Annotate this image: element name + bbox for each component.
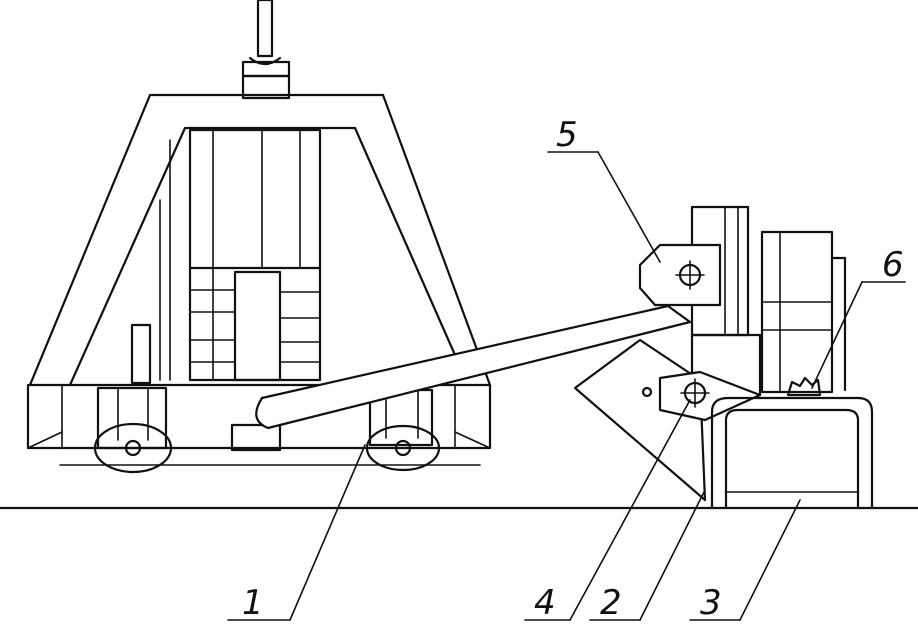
callout-3: 3: [700, 583, 722, 623]
leader-lines: [227, 151, 906, 621]
outer-frame: [28, 93, 492, 387]
machine-frame: [26, 0, 492, 466]
base-beam: [26, 383, 492, 450]
inner-frame: [68, 126, 457, 387]
callout-4: 4: [534, 583, 556, 623]
callout-2: 2: [600, 583, 622, 623]
gripper-lever: [573, 338, 762, 502]
pivot-plate: [638, 243, 722, 307]
lifting-rod: [256, 0, 274, 58]
hook-collar: [248, 56, 282, 66]
hook-base: [241, 74, 291, 100]
load-stack: [130, 128, 322, 385]
wheel-left: [93, 386, 173, 474]
drawbar: [255, 304, 692, 430]
rail-piece: [710, 396, 874, 510]
callout-1: 1: [242, 583, 264, 623]
wheel-right: [365, 388, 441, 472]
clamp-part: [786, 376, 822, 397]
callout-5: 5: [556, 115, 578, 155]
callout-6: 6: [882, 245, 904, 285]
